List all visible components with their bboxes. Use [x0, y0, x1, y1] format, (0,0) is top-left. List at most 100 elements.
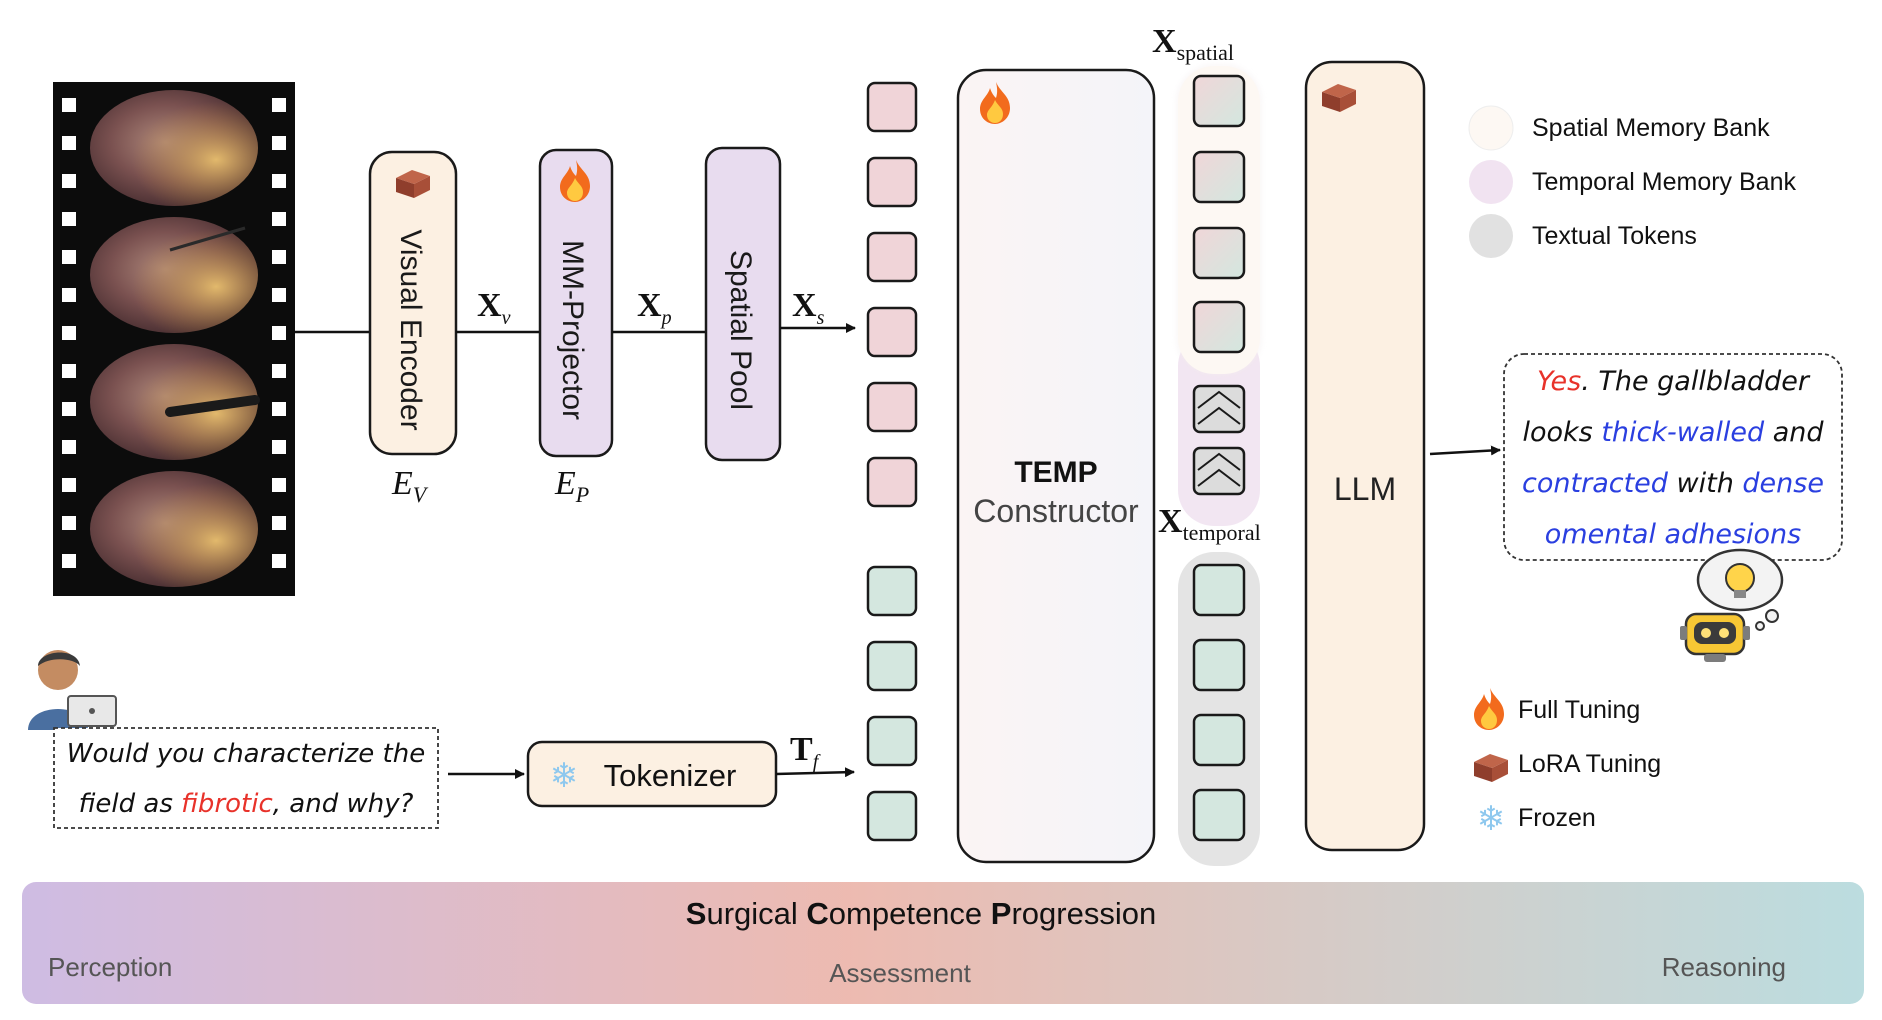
sprocket-hole [62, 174, 76, 188]
film-sprocket-holes [62, 98, 286, 568]
temp-title: TEMP [1014, 456, 1097, 489]
legend-temporal-memory-bank: Temporal Memory Bank [1469, 160, 1796, 204]
sprocket-hole [272, 174, 286, 188]
fire-icon [1474, 688, 1504, 730]
brick-icon [396, 170, 430, 198]
legend-tuning: Full Tuning LoRA Tuning ❄ Frozen [1474, 688, 1661, 838]
sprocket-hole [272, 478, 286, 492]
sprocket-hole [272, 326, 286, 340]
svg-text:Full Tuning: Full Tuning [1518, 696, 1640, 724]
sprocket-hole [272, 554, 286, 568]
spatial-memory-bank [1177, 65, 1261, 375]
svg-text:Temporal Memory Bank: Temporal Memory Bank [1532, 168, 1796, 196]
text-token [866, 790, 918, 842]
visual-token [866, 381, 918, 433]
progression-title-part: ompetence [829, 896, 991, 931]
legend-lora-tuning: LoRA Tuning [1474, 750, 1661, 782]
sprocket-hole [272, 402, 286, 416]
snowflake-icon: ❄ [1477, 800, 1506, 838]
chevron-pattern [1197, 390, 1241, 425]
xs-label: Xs [792, 287, 825, 329]
sprocket-hole [272, 98, 286, 112]
spatial-token [1192, 74, 1246, 128]
surgical-competence-progression-bar: Surgical Competence Progression Percepti… [22, 882, 1864, 1004]
sprocket-hole [62, 212, 76, 226]
sprocket-hole [62, 98, 76, 112]
sprocket-hole [62, 554, 76, 568]
x-temporal-label: Xtemporal [1158, 503, 1261, 545]
spatial-token [1192, 150, 1246, 204]
answer-box: Yes. The gallbladder looks thick-walled … [1503, 353, 1843, 561]
progression-title-part: rogression [1011, 896, 1156, 931]
progression-title-part: C [806, 896, 828, 931]
svg-text:Spatial Memory Bank: Spatial Memory Bank [1532, 114, 1770, 142]
question-box: Would you characterize the field as fibr… [53, 727, 439, 829]
sprocket-hole [272, 136, 286, 150]
chevron-pattern [1197, 452, 1241, 487]
llm-to-answer-arrow [1429, 445, 1501, 456]
visual-token [866, 456, 918, 508]
sprocket-hole [62, 440, 76, 454]
progression-left-label: Perception [48, 952, 172, 982]
temp-constructor-block: TEMP Constructor [956, 68, 1156, 864]
answer-line-2: looks thick-walled and [1522, 417, 1824, 448]
progression-center-label: Assessment [829, 958, 971, 988]
sprocket-hole [62, 516, 76, 530]
svg-text:Frozen: Frozen [1518, 804, 1596, 832]
sprocket-hole [62, 402, 76, 416]
visual-token [866, 156, 918, 208]
sprocket-hole [62, 288, 76, 302]
llm-label: LLM [1334, 471, 1396, 507]
tokenizer-to-tokens-arrow [775, 767, 855, 778]
sprocket-hole [62, 478, 76, 492]
text-token [866, 565, 918, 617]
progression-title-part: urgical [706, 896, 806, 931]
x-spatial-label: Xspatial [1152, 23, 1234, 65]
xv-label: Xv [477, 287, 511, 329]
visual-encoder-symbol: EV [391, 465, 429, 507]
fire-icon [560, 160, 590, 202]
tokenizer-label: Tokenizer [604, 758, 737, 793]
text-token [866, 640, 918, 692]
brick-icon [1474, 754, 1508, 782]
textual-token [1192, 713, 1246, 767]
legend-textual-tokens: Textual Tokens [1469, 214, 1697, 258]
visual-token [866, 81, 918, 133]
sprocket-hole [62, 250, 76, 264]
visual-token [866, 231, 918, 283]
sprocket-hole [272, 440, 286, 454]
progression-title-part: P [991, 896, 1012, 931]
visual-encoder-block: Visual Encoder [368, 150, 458, 456]
sprocket-hole [62, 136, 76, 150]
legend-spatial-memory-bank: Spatial Memory Bank [1468, 105, 1770, 151]
textual-token [1192, 638, 1246, 692]
legend-full-tuning: Full Tuning [1474, 688, 1640, 730]
answer-line-3: contracted with dense [1522, 468, 1824, 499]
sprocket-hole [272, 288, 286, 302]
legend-frozen: ❄ Frozen [1477, 800, 1596, 838]
llm-block: LLM [1304, 60, 1426, 852]
legend-memory: Spatial Memory Bank Temporal Memory Bank… [1468, 105, 1796, 258]
sprocket-hole [62, 364, 76, 378]
mm-projector-block: MM-Projector [538, 148, 614, 458]
visual-encoder-label: Visual Encoder [394, 229, 427, 430]
tf-label: Tf [790, 731, 821, 773]
temp-subtitle: Constructor [973, 493, 1139, 529]
spatial-pool-block: Spatial Pool [704, 146, 782, 462]
textual-token [1192, 788, 1246, 842]
answer-line-4: omental adhesions [1545, 519, 1801, 550]
question-line-1: Would you characterize the [67, 739, 425, 769]
user-avatar-icon [28, 650, 117, 730]
brick-icon [1322, 84, 1356, 112]
fire-icon [980, 82, 1010, 124]
progression-title: Surgical Competence Progression [686, 896, 1156, 931]
memory-bank-tokens [1192, 74, 1246, 842]
video-frame-2 [90, 217, 258, 333]
input-token-column [866, 81, 918, 842]
progression-right-label: Reasoning [1662, 952, 1786, 982]
answer-line-1: Yes. The gallbladder [1537, 366, 1811, 397]
svg-text:Textual Tokens: Textual Tokens [1532, 222, 1697, 250]
tokenizer-block: ❄ Tokenizer [526, 740, 778, 808]
textual-token-bank [1178, 552, 1260, 866]
